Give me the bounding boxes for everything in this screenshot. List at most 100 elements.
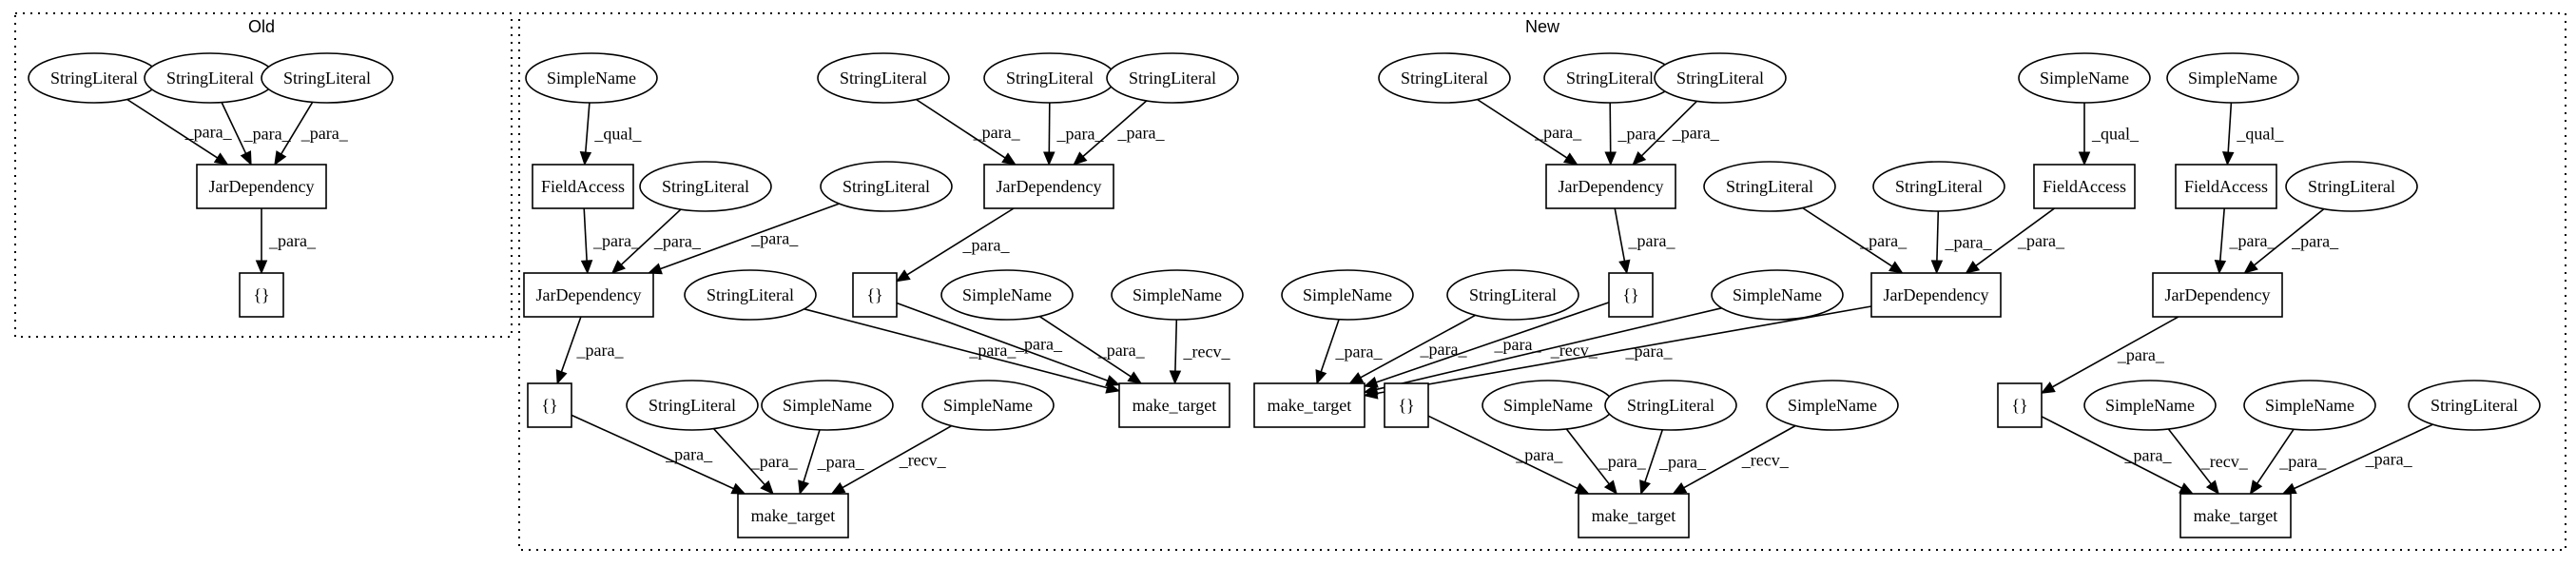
node-label: JarDependency bbox=[1559, 177, 1664, 196]
edge-arrowhead bbox=[760, 479, 774, 495]
edge-line bbox=[2254, 207, 2325, 266]
edge-o_s2-to-o_jd: _para_ bbox=[221, 102, 292, 166]
edge-a_s3-to-a_mt: _para_ bbox=[712, 428, 799, 495]
edge-line bbox=[1427, 415, 1579, 490]
node-stringliteral: StringLiteral bbox=[28, 52, 161, 104]
edge-arrowhead bbox=[895, 269, 911, 283]
node-jardependency: JarDependency bbox=[1545, 164, 1676, 209]
node-label: make_target bbox=[751, 506, 836, 525]
node-label: FieldAccess bbox=[541, 177, 625, 196]
edge-d_fa-to-d_jd: _para_ bbox=[1965, 207, 2065, 274]
node-ellipse-shape bbox=[626, 380, 759, 431]
node-stringliteral: StringLiteral bbox=[626, 380, 759, 431]
edge-line bbox=[1082, 100, 1148, 158]
node-label: StringLiteral bbox=[840, 68, 927, 88]
node-box-shape bbox=[983, 164, 1114, 209]
node-simplename: SimpleName bbox=[940, 269, 1074, 321]
edge-e_jd-to-e_br: _para_ bbox=[2040, 316, 2179, 394]
node-make-target: make_target bbox=[1253, 382, 1365, 428]
node-label: FieldAccess bbox=[2184, 177, 2268, 196]
node-label: SimpleName bbox=[1788, 396, 1877, 415]
node-label: SimpleName bbox=[1303, 285, 1392, 304]
edge-label: _recv_ bbox=[2200, 452, 2249, 471]
node-simplename: SimpleName bbox=[525, 52, 658, 104]
edge-label: _qual_ bbox=[593, 125, 642, 144]
node-stringliteral: StringLiteral bbox=[1543, 52, 1676, 104]
edge-arrowhead bbox=[647, 263, 663, 275]
edge-line bbox=[660, 203, 840, 270]
edge-b_s4-to-b_mt: _para_ bbox=[804, 308, 1121, 394]
node-ellipse-shape bbox=[1106, 52, 1239, 104]
edge-label: _para_ bbox=[2278, 452, 2327, 471]
edge-b_s1-to-b_jd: _para_ bbox=[915, 98, 1021, 166]
edge-arrowhead bbox=[1604, 151, 1617, 166]
cluster-old: Old bbox=[14, 12, 513, 338]
node-fieldaccess: FieldAccess bbox=[2033, 164, 2136, 209]
node-box-shape bbox=[1870, 272, 2002, 318]
edge-arrowhead bbox=[1105, 375, 1121, 386]
node-ellipse-shape bbox=[2166, 52, 2299, 104]
edge-arrowhead bbox=[1001, 152, 1017, 166]
node-stringliteral: StringLiteral bbox=[261, 52, 394, 104]
edge-line bbox=[2041, 416, 2182, 489]
node-fieldaccess: FieldAccess bbox=[532, 164, 634, 209]
edge-a_jd-to-a_br: _para_ bbox=[555, 316, 624, 385]
node-label: StringLiteral bbox=[1627, 396, 1714, 415]
edge-arrowhead bbox=[213, 152, 229, 166]
node-simplename: SimpleName bbox=[2243, 380, 2376, 431]
node-label: JarDependency bbox=[209, 177, 315, 196]
node-simplename: SimpleName bbox=[2166, 52, 2299, 104]
node-label: JarDependency bbox=[2165, 285, 2271, 304]
edge-arrowhead bbox=[1603, 479, 1617, 496]
edge-line bbox=[2219, 207, 2225, 262]
node-stringliteral: StringLiteral bbox=[820, 161, 953, 212]
edge-label: _para_ bbox=[2124, 445, 2173, 464]
node-label: {} bbox=[541, 396, 557, 415]
node-simplename: SimpleName bbox=[2083, 380, 2217, 431]
node-box-shape bbox=[737, 493, 849, 538]
node-ellipse-shape bbox=[684, 269, 817, 321]
node-stringliteral: StringLiteral bbox=[1703, 161, 1836, 212]
node-stringliteral: StringLiteral bbox=[983, 52, 1116, 104]
edge-label: _para_ bbox=[1420, 340, 1468, 359]
edge-d_s1-to-d_jd: _para_ bbox=[1802, 206, 1908, 274]
edge-label: _para_ bbox=[1628, 231, 1676, 250]
edge-e_br-to-e_mt: _para_ bbox=[2041, 416, 2195, 495]
edge-line bbox=[1477, 98, 1568, 159]
node-jardependency: JarDependency bbox=[2152, 272, 2283, 318]
node-stringliteral: StringLiteral bbox=[639, 161, 772, 212]
edge-arrowhead bbox=[1315, 369, 1327, 385]
edge-line bbox=[1609, 102, 1612, 153]
edge-d_br-to-d_mt: _para_ bbox=[1427, 415, 1590, 495]
cluster-new: New bbox=[518, 12, 2566, 551]
node-label: StringLiteral bbox=[1566, 68, 1654, 88]
node-box-shape bbox=[2152, 272, 2283, 318]
node-simplename: SimpleName bbox=[2018, 52, 2151, 104]
edge-line bbox=[804, 308, 1108, 389]
edge-arrowhead bbox=[1639, 479, 1651, 496]
node-ellipse-shape bbox=[2243, 380, 2376, 431]
node-array-initializer: {} bbox=[852, 272, 898, 318]
node-box-shape bbox=[1578, 493, 1690, 538]
edge-label: _para_ bbox=[1945, 233, 1993, 252]
edge-c_sn1-to-c_mt: _para_ bbox=[1315, 319, 1383, 385]
node-ellipse-shape bbox=[1711, 269, 1844, 321]
node-stringliteral: StringLiteral bbox=[1446, 269, 1579, 321]
node-box-shape bbox=[2179, 493, 2292, 538]
edge-d_s3-to-d_mt: _para_ bbox=[1639, 429, 1707, 496]
edge-arrowhead bbox=[1632, 151, 1647, 166]
node-label: JarDependency bbox=[1884, 285, 1989, 304]
node-box-shape bbox=[239, 272, 284, 318]
node-label: StringLiteral bbox=[707, 285, 794, 304]
edge-line bbox=[583, 207, 588, 262]
node-label: {} bbox=[253, 285, 269, 304]
node-label: StringLiteral bbox=[649, 396, 736, 415]
node-label: StringLiteral bbox=[283, 68, 371, 88]
edge-label: _para_ bbox=[968, 341, 1017, 360]
edge-label: _para_ bbox=[750, 452, 799, 471]
edge-label: _para_ bbox=[300, 124, 349, 143]
edge-arrowhead bbox=[2078, 151, 2091, 166]
edge-b_sn2-to-b_mt: _recv_ bbox=[1169, 319, 1230, 385]
edge-arrowhead bbox=[1363, 387, 1379, 400]
